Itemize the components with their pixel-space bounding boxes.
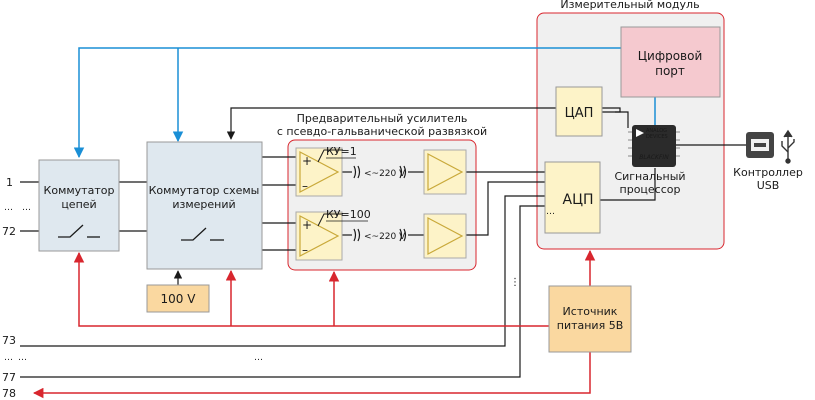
dsp-chip: ANALOG DEVICES BLACKFIN	[628, 125, 680, 167]
pin-1-label: 1	[6, 176, 13, 189]
voltage-source-label: 100 V	[161, 292, 197, 306]
gain-100-pointer	[317, 213, 343, 227]
dsp-label-2: процессор	[620, 183, 681, 196]
analog-devices-logo-icon	[636, 129, 644, 137]
usb-label-1: Контроллер	[733, 166, 803, 179]
usb-symbol-icon	[781, 129, 795, 164]
pin-73-label: 73	[2, 334, 16, 347]
adc-block: АЦП …	[544, 161, 601, 234]
usb-controller: Контроллер USB	[733, 129, 803, 192]
scheme-commutator: Коммутатор схемы измерений	[146, 141, 263, 270]
pin-dots-left: …	[4, 203, 13, 213]
amp2-minus: –	[302, 243, 308, 257]
chip-name: BLACKFIN	[639, 154, 669, 161]
pin-78-label: 78	[2, 387, 16, 400]
circuit-commutator: Коммутатор цепей	[38, 159, 120, 252]
digital-port-block: Цифровой порт	[620, 26, 721, 98]
pin-dots-bottom-2: …	[18, 353, 27, 363]
pin-72-label: 72	[2, 225, 16, 238]
amp1-plus: +	[302, 154, 312, 168]
dsp-label-1: Сигнальный	[614, 170, 685, 183]
pin-dots-bottom: …	[4, 353, 13, 363]
scheme-commutator-label-2: измерений	[172, 198, 235, 211]
circuit-commutator-label-2: цепей	[61, 198, 96, 211]
preamp-title-line2: с псевдо-гальванической развязкой	[277, 125, 487, 138]
pin-dots-left-2: …	[22, 203, 31, 213]
switch-icon	[58, 224, 100, 238]
power-supply-label-1: Источник	[563, 305, 618, 318]
power-supply-block: Источник питания 5В	[548, 285, 632, 353]
isolation-label-1: <~220 V	[364, 169, 406, 179]
adc-label: АЦП	[563, 192, 594, 208]
buffer-2	[423, 213, 467, 259]
pin-77-label: 77	[2, 371, 16, 384]
amp1-minus: –	[302, 179, 308, 193]
scheme-commutator-label-1: Коммутатор схемы	[149, 184, 260, 197]
dac-block: ЦАП	[555, 86, 603, 137]
measurement-module-title: Измерительный модуль	[560, 0, 699, 11]
pin-dots-mid: …	[254, 353, 263, 363]
chip-brand-1: ANALOG	[646, 128, 667, 134]
amplifier-2: + –	[295, 211, 343, 261]
adc-dots: …	[546, 207, 555, 217]
blue-control-lines	[73, 47, 656, 159]
voltage-source-block: 100 V	[146, 284, 210, 313]
gain-1-label: КУ=1	[326, 145, 357, 158]
chip-brand-2: DEVICES	[646, 134, 668, 140]
circuit-commutator-label-1: Коммутатор	[44, 184, 115, 197]
dac-label: ЦАП	[565, 106, 594, 121]
digital-port-label-1: Цифровой	[638, 49, 703, 63]
power-supply-label-2: питания 5В	[557, 319, 624, 332]
usb-label-2: USB	[757, 179, 780, 192]
amplifier-1: + –	[295, 147, 343, 197]
amp2-plus: +	[302, 218, 312, 232]
preamp-title-line1: Предварительный усилитель	[297, 112, 468, 125]
buffer-1	[423, 149, 467, 195]
gain-100-label: КУ=100	[326, 208, 371, 221]
pin-dots-vertical: ⋮	[510, 277, 520, 288]
isolation-label-2: <~220 V	[364, 232, 406, 242]
power-lines	[32, 249, 596, 399]
gain-1-pointer	[317, 149, 343, 163]
switch-icon	[181, 227, 224, 241]
signal-lines	[20, 107, 746, 378]
digital-port-label-2: порт	[655, 64, 685, 78]
